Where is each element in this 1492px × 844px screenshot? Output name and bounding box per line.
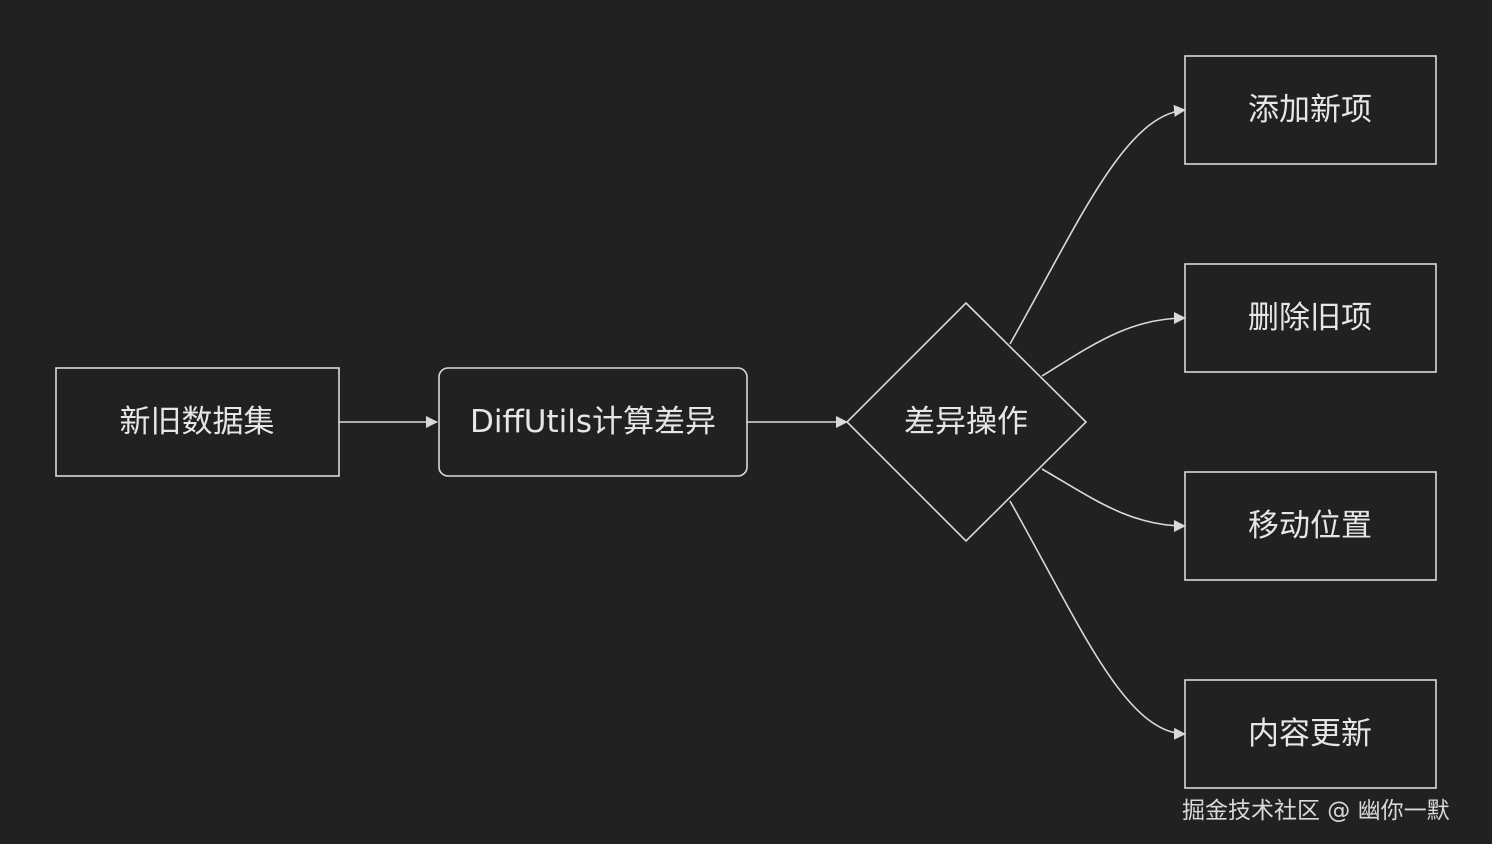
node-decision: 差异操作 <box>845 301 1088 543</box>
node-source: 新旧数据集 <box>55 367 340 477</box>
node-diff-label: DiffUtils计算差异 <box>470 404 716 440</box>
node-move: 移动位置 <box>1184 471 1437 581</box>
node-update: 内容更新 <box>1184 679 1437 789</box>
node-diff: DiffUtils计算差异 <box>438 367 748 477</box>
node-remove: 删除旧项 <box>1184 263 1437 373</box>
node-update-label: 内容更新 <box>1248 716 1372 752</box>
edge-decision-to-move <box>1041 468 1186 532</box>
edge-decision-to-remove <box>1041 312 1186 377</box>
watermark: 掘金技术社区 @ 幽你一默 <box>1182 798 1450 824</box>
node-remove-label: 删除旧项 <box>1248 300 1372 336</box>
node-add-label: 添加新项 <box>1248 92 1372 128</box>
edge-decision-to-add <box>1009 104 1186 345</box>
node-move-label: 移动位置 <box>1248 508 1372 544</box>
edge-decision-to-update <box>1009 500 1186 740</box>
node-add: 添加新项 <box>1184 55 1437 165</box>
node-source-label: 新旧数据集 <box>120 404 275 440</box>
node-decision-label: 差异操作 <box>904 404 1028 440</box>
